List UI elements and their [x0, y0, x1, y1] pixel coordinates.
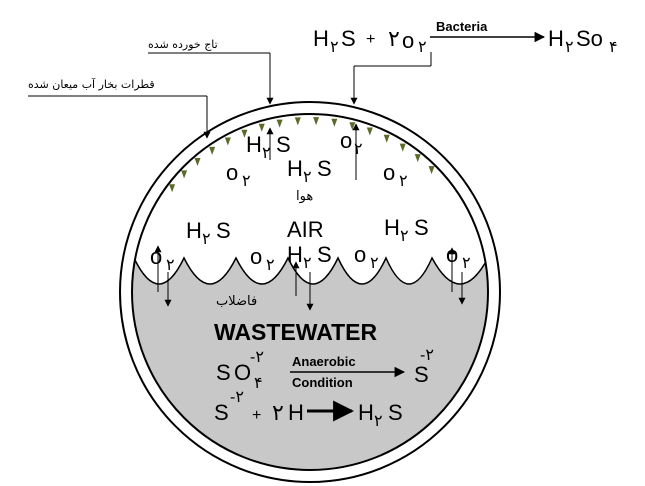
gas-o2-crown-sub: ۲ — [354, 141, 363, 158]
product-so: So — [576, 26, 603, 51]
gas-h2s-crown-sub: ۲ — [262, 145, 271, 162]
sulfide-s: S — [214, 400, 229, 425]
sulfate-product-charge: -۲ — [420, 347, 434, 364]
gas-h2s-crown-s: S — [276, 132, 291, 157]
sulfide-product-s: S — [388, 400, 403, 425]
top-h-sub: ۲ — [330, 39, 339, 56]
gas-o2-right-o: o — [383, 160, 395, 185]
surface-exchange: o ۲ o ۲ H ۲ S o ۲ o ۲ — [150, 242, 471, 311]
top-s: S — [341, 26, 356, 51]
top-coef: ۲ — [388, 26, 400, 51]
sulfide-product-sub: ۲ — [374, 413, 383, 430]
surf-h2s-sub: ۲ — [303, 255, 312, 272]
droplet — [366, 127, 373, 136]
condition-label: Condition — [292, 375, 353, 390]
surf-h2s-h: H — [287, 242, 303, 267]
pipe-outer-wall — [119, 101, 501, 483]
droplets-label: قطرات بخار آب میعان شده — [28, 77, 155, 91]
surf-o2-4-sub: ۲ — [462, 255, 471, 272]
sulfide-plus: + — [252, 407, 261, 424]
droplet — [276, 119, 283, 128]
droplet — [181, 170, 188, 179]
droplet — [241, 129, 248, 138]
corroded-crown-label: تاج خورده شده — [148, 38, 218, 51]
gas-h2s-right-s: S — [414, 215, 429, 240]
gas-h2s-mid-sub: ۲ — [303, 169, 312, 186]
surf-o2-1-o: o — [150, 244, 162, 269]
top-h: H — [313, 26, 329, 51]
droplet — [414, 154, 421, 163]
droplet — [331, 118, 338, 127]
bacteria-label: Bacteria — [436, 19, 488, 34]
top-o: o — [402, 28, 414, 53]
product-h: H — [548, 26, 564, 51]
callout-droplets: قطرات بخار آب میعان شده — [28, 77, 211, 139]
anaerobic-label: Anaerobic — [292, 354, 356, 369]
sulfide-product-h: H — [358, 400, 374, 425]
condensate-droplets — [169, 117, 435, 193]
droplet — [383, 134, 390, 143]
top-plus: + — [366, 31, 375, 48]
reaction-h2s-oxidation: H ۲ S + ۲ o ۲ Bacteria H ۲ So ۴ — [313, 19, 618, 56]
sulfate-product-s: S — [414, 362, 429, 387]
gas-h2s-mid-h: H — [287, 156, 303, 181]
sulfate-charge: -۲ — [250, 349, 264, 366]
surf-o2-3-sub: ۲ — [370, 255, 379, 272]
air-en-label: AIR — [287, 217, 324, 242]
droplet — [209, 146, 216, 155]
surf-o2-2-sub: ۲ — [266, 257, 275, 274]
surf-o2-3-o: o — [354, 242, 366, 267]
callout-corroded-crown: تاج خورده شده — [148, 38, 274, 105]
sulfate-o: O — [234, 360, 251, 385]
droplet — [294, 117, 301, 126]
surf-o2-2-o: o — [250, 244, 262, 269]
callout-top-reaction — [350, 52, 432, 105]
sulfate-s: S — [216, 360, 231, 385]
gas-h2s-mid-s: S — [317, 156, 332, 181]
surf-o2-1-sub: ۲ — [166, 257, 175, 274]
droplet — [194, 157, 201, 166]
droplet — [258, 123, 265, 132]
air-fa-label: هوا — [296, 189, 313, 204]
droplet — [399, 143, 406, 152]
wastewater-region — [132, 256, 488, 470]
droplet — [313, 117, 320, 126]
sulfide-h: H — [288, 400, 304, 425]
wastewater-fa-label: فاضلاب — [216, 294, 257, 309]
gas-h2s-left-sub: ۲ — [202, 231, 211, 248]
gas-h2s-left-h: H — [186, 218, 202, 243]
gas-h2s-right-h: H — [384, 215, 400, 240]
gas-h2s-crown-h: H — [246, 132, 262, 157]
droplet — [428, 166, 435, 175]
sulfide-coef: ۲ — [272, 400, 284, 425]
gas-o2-right-sub: ۲ — [399, 173, 408, 190]
gas-o2-left-sub: ۲ — [242, 173, 251, 190]
droplet — [169, 184, 176, 193]
gas-o2-left-o: o — [226, 160, 238, 185]
sulfate-sub: ۴ — [254, 375, 263, 392]
surf-h2s-s: S — [317, 242, 332, 267]
droplet — [224, 137, 231, 146]
air-phase: H ۲ S o ۲ o ۲ H ۲ S o ۲ هوا H ۲ S AIR H … — [186, 123, 429, 248]
gas-h2s-left-s: S — [216, 218, 231, 243]
product-so-sub: ۴ — [609, 39, 618, 56]
top-o-sub: ۲ — [418, 39, 427, 56]
pipe-inner-wall — [131, 113, 489, 471]
gas-h2s-right-sub: ۲ — [400, 228, 409, 245]
sulfide-charge: -۲ — [230, 389, 244, 406]
wastewater-phase: فاضلاب WASTEWATER S O ۴ -۲ Anaerobic Con… — [214, 294, 434, 430]
product-h-sub: ۲ — [565, 39, 574, 56]
wastewater-en-label: WASTEWATER — [214, 319, 378, 345]
gas-o2-crown-o: o — [340, 128, 352, 153]
